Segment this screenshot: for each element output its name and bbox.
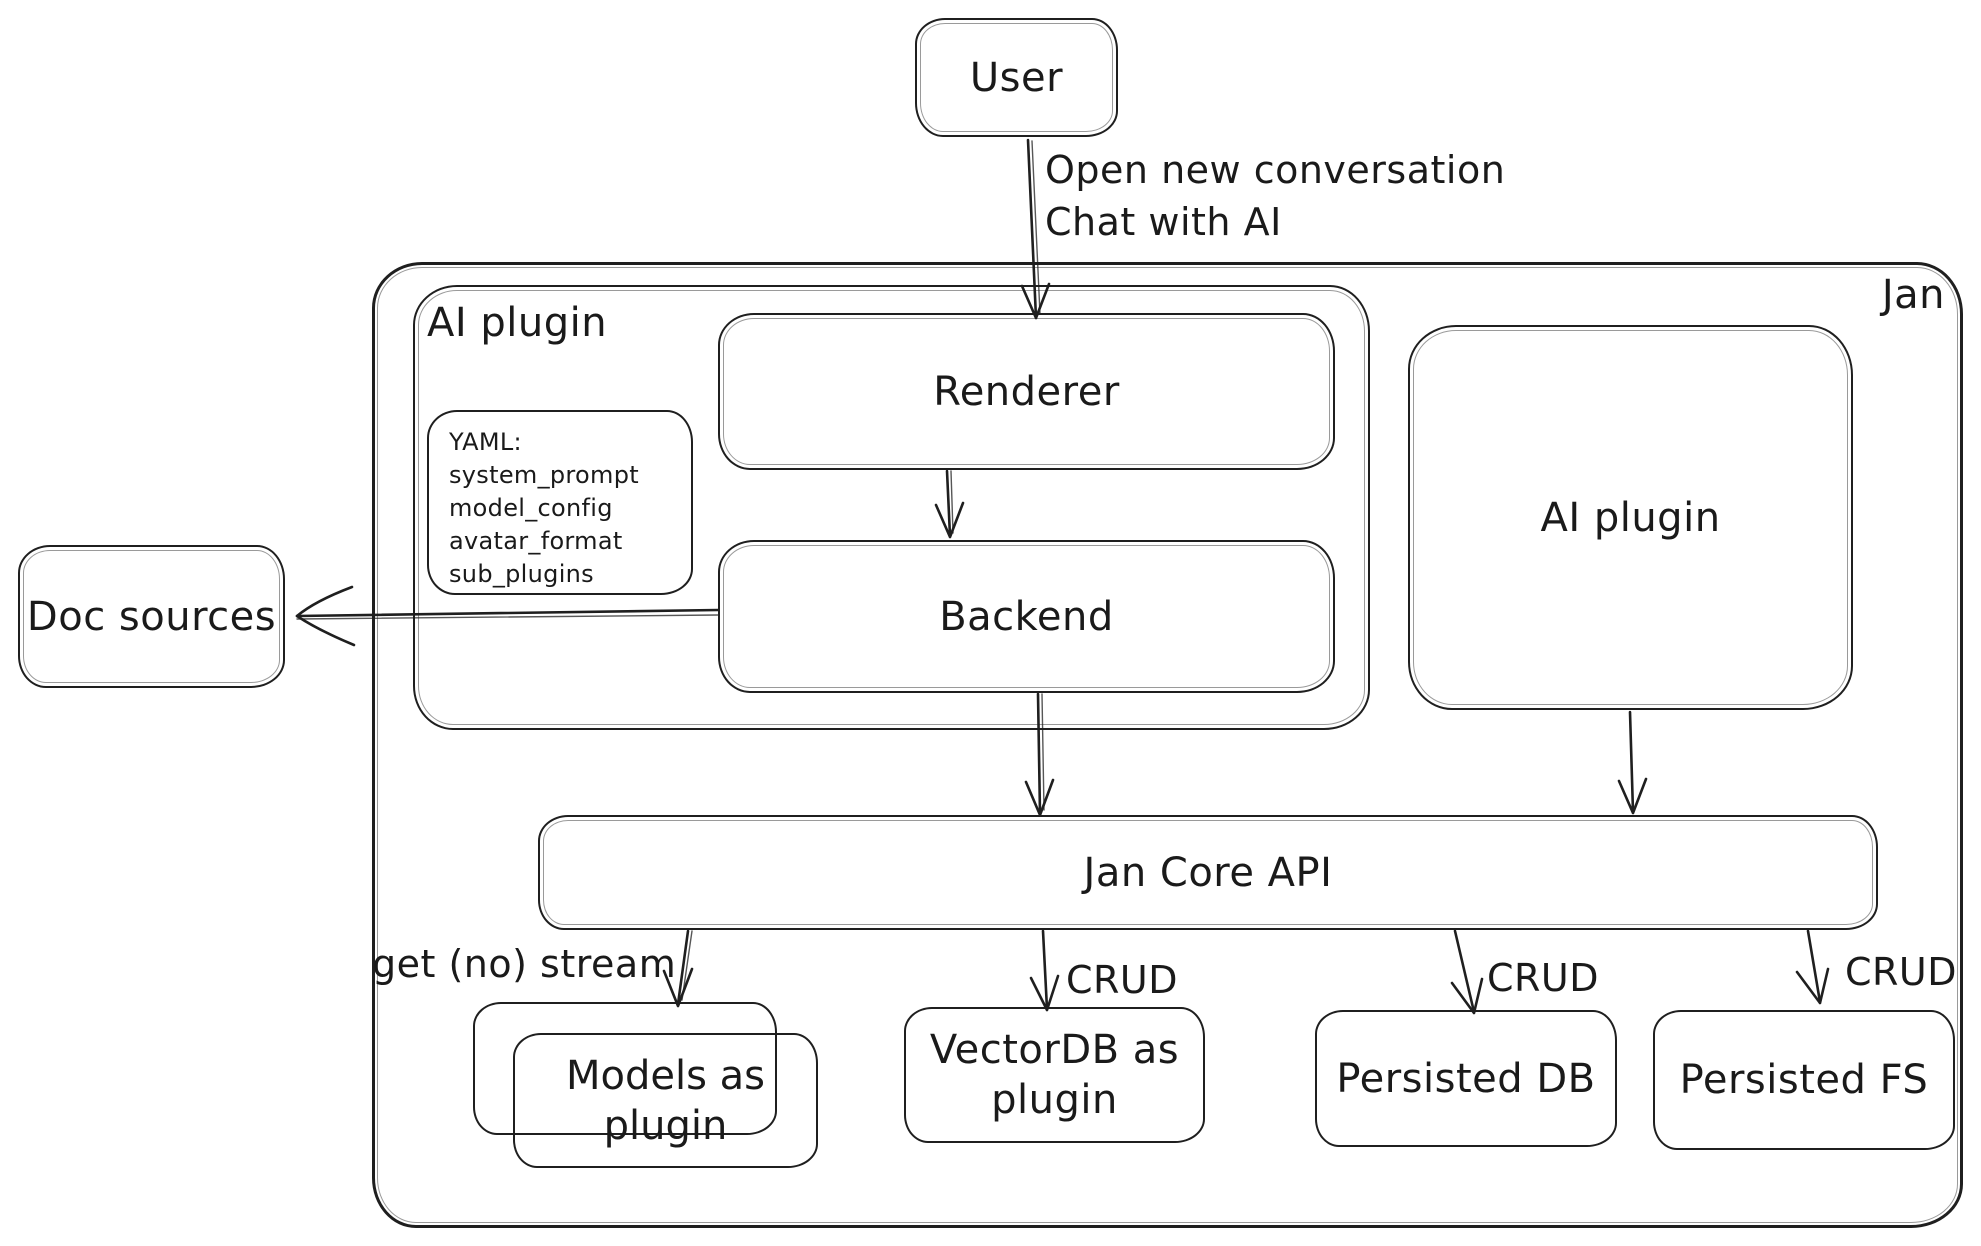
node-persisted-fs: Persisted FS bbox=[1653, 1010, 1955, 1150]
backend-label: Backend bbox=[939, 593, 1114, 640]
edge-label-open-new-conversation: Open new conversation bbox=[1045, 148, 1506, 192]
edge-label-get-no-stream: get (no) stream bbox=[372, 942, 677, 986]
node-ai-plugin-group bbox=[413, 285, 1370, 730]
user-label: User bbox=[969, 54, 1064, 101]
node-models-as-plugin-back bbox=[473, 1002, 777, 1135]
node-doc-sources: Doc sources bbox=[18, 545, 285, 688]
node-jan-container bbox=[372, 262, 1963, 1228]
edge-label-crud-persisted-fs: CRUD bbox=[1845, 950, 1958, 994]
persisted-fs-label: Persisted FS bbox=[1679, 1057, 1929, 1103]
node-backend: Backend bbox=[718, 540, 1335, 693]
node-models-as-plugin bbox=[513, 1033, 818, 1168]
vectordb-as-plugin-label: VectorDB as plugin bbox=[929, 1027, 1180, 1123]
yaml-note-line: YAML: bbox=[449, 428, 522, 456]
edge-label-chat-with-ai: Chat with AI bbox=[1045, 200, 1282, 244]
jan-core-api-label: Jan Core API bbox=[1083, 849, 1333, 896]
node-persisted-db: Persisted DB bbox=[1315, 1010, 1617, 1147]
node-ai-plugin-box: AI plugin bbox=[1408, 325, 1853, 710]
edge-label-crud-vectordb: CRUD bbox=[1066, 958, 1179, 1002]
yaml-note: YAML: system_prompt model_config avatar_… bbox=[427, 410, 693, 595]
node-renderer: Renderer bbox=[718, 313, 1335, 470]
ai-plugin-group-label: AI plugin bbox=[427, 300, 608, 346]
doc-sources-label: Doc sources bbox=[26, 593, 277, 640]
jan-container-label: Jan bbox=[1881, 272, 1945, 318]
yaml-note-line: avatar_format bbox=[449, 527, 623, 555]
ai-plugin-box-label: AI plugin bbox=[1540, 494, 1721, 541]
renderer-label: Renderer bbox=[933, 368, 1120, 415]
yaml-note-line: sub_plugins bbox=[449, 560, 594, 588]
node-user: User bbox=[915, 18, 1118, 137]
edge-label-crud-persisted-db: CRUD bbox=[1487, 956, 1600, 1000]
node-jan-core-api: Jan Core API bbox=[538, 815, 1878, 930]
yaml-note-line: model_config bbox=[449, 494, 613, 522]
node-vectordb-as-plugin: VectorDB as plugin bbox=[904, 1007, 1205, 1143]
models-as-plugin-label: Models as plugin bbox=[565, 1052, 765, 1149]
persisted-db-label: Persisted DB bbox=[1336, 1055, 1596, 1102]
yaml-note-line: system_prompt bbox=[449, 461, 639, 489]
